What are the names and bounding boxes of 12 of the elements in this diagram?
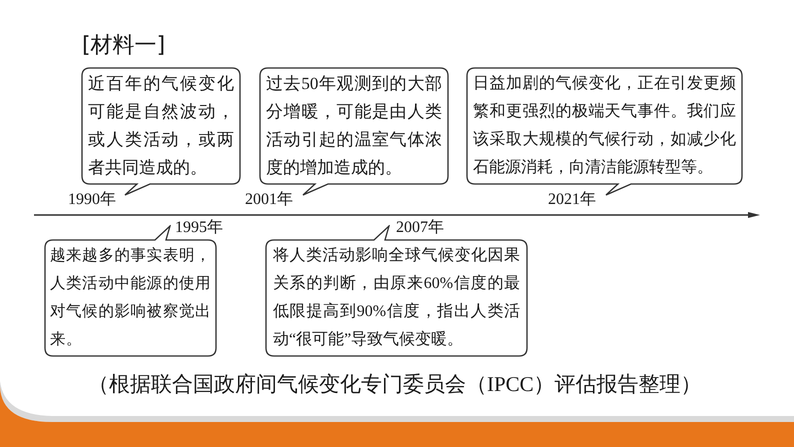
year-label: 1995年 [175, 219, 223, 237]
bubble-text: 过去50年观测到的大部分增暖，可能是由人类活动引起的温室气体浓度的增加造成的。 [266, 73, 442, 179]
year-label: 2007年 [396, 219, 444, 237]
bubble-text: 将人类活动影响全球气候变化因果关系的判断，由原来60%信度的最低限提高到90%信度，指出人类活动“很可能”导致气候变暖。 [273, 246, 520, 350]
bubble-text: 近百年的气候变化可能是自然波动，或人类活动，或两者共同造成的。 [88, 73, 234, 179]
year-label: 1990年 [68, 191, 116, 209]
year-label: 2021年 [548, 191, 596, 209]
year-label: 2001年 [245, 191, 293, 209]
bubble-text: 日益加剧的气候变化，正在引发更频繁和更强烈的极端天气事件。我们应该采取大规模的气候行动，如减少化石能源消耗，向清洁能源转型等。 [473, 74, 736, 178]
bubble-text: 越来越多的事实表明，人类活动中能源的使用对气候的影响被察觉出来。 [50, 246, 211, 350]
source-note: （根据联合国政府间气候变化专门委员会（IPCC）评估报告整理） [88, 371, 702, 397]
material-heading: [材料一] [82, 33, 166, 59]
